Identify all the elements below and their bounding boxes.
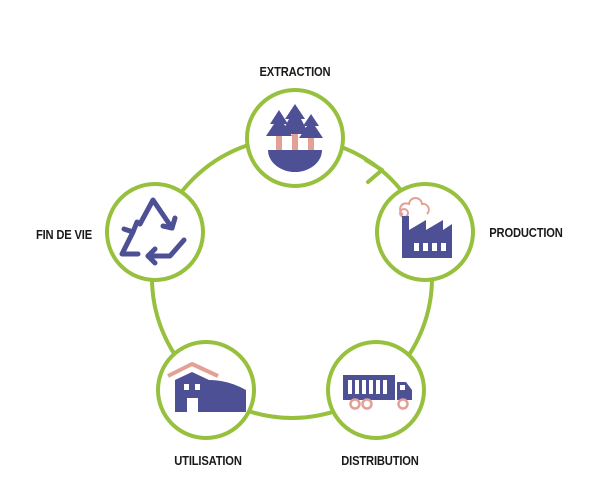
stage-label-utilisation: UTILISATION [174,453,242,468]
direction-arrow-icon [364,158,384,184]
stage-node-fin-de-vie [105,182,205,282]
stage-node-production [375,182,475,282]
stage-label-fin-de-vie: FIN DE VIE [35,227,93,242]
stage-node-distribution [326,340,426,440]
truck-icon [343,375,412,410]
stage-label-distribution: DISTRIBUTION [341,453,419,468]
factory-icon [399,197,452,258]
stage-label-production: PRODUCTION [489,225,563,240]
stage-node-extraction [245,88,345,188]
recycle-icon [119,197,187,266]
stage-node-utilisation [156,340,256,440]
warehouse-icon [167,362,246,412]
forest-icon [266,104,323,172]
stage-label-extraction: EXTRACTION [259,64,331,79]
